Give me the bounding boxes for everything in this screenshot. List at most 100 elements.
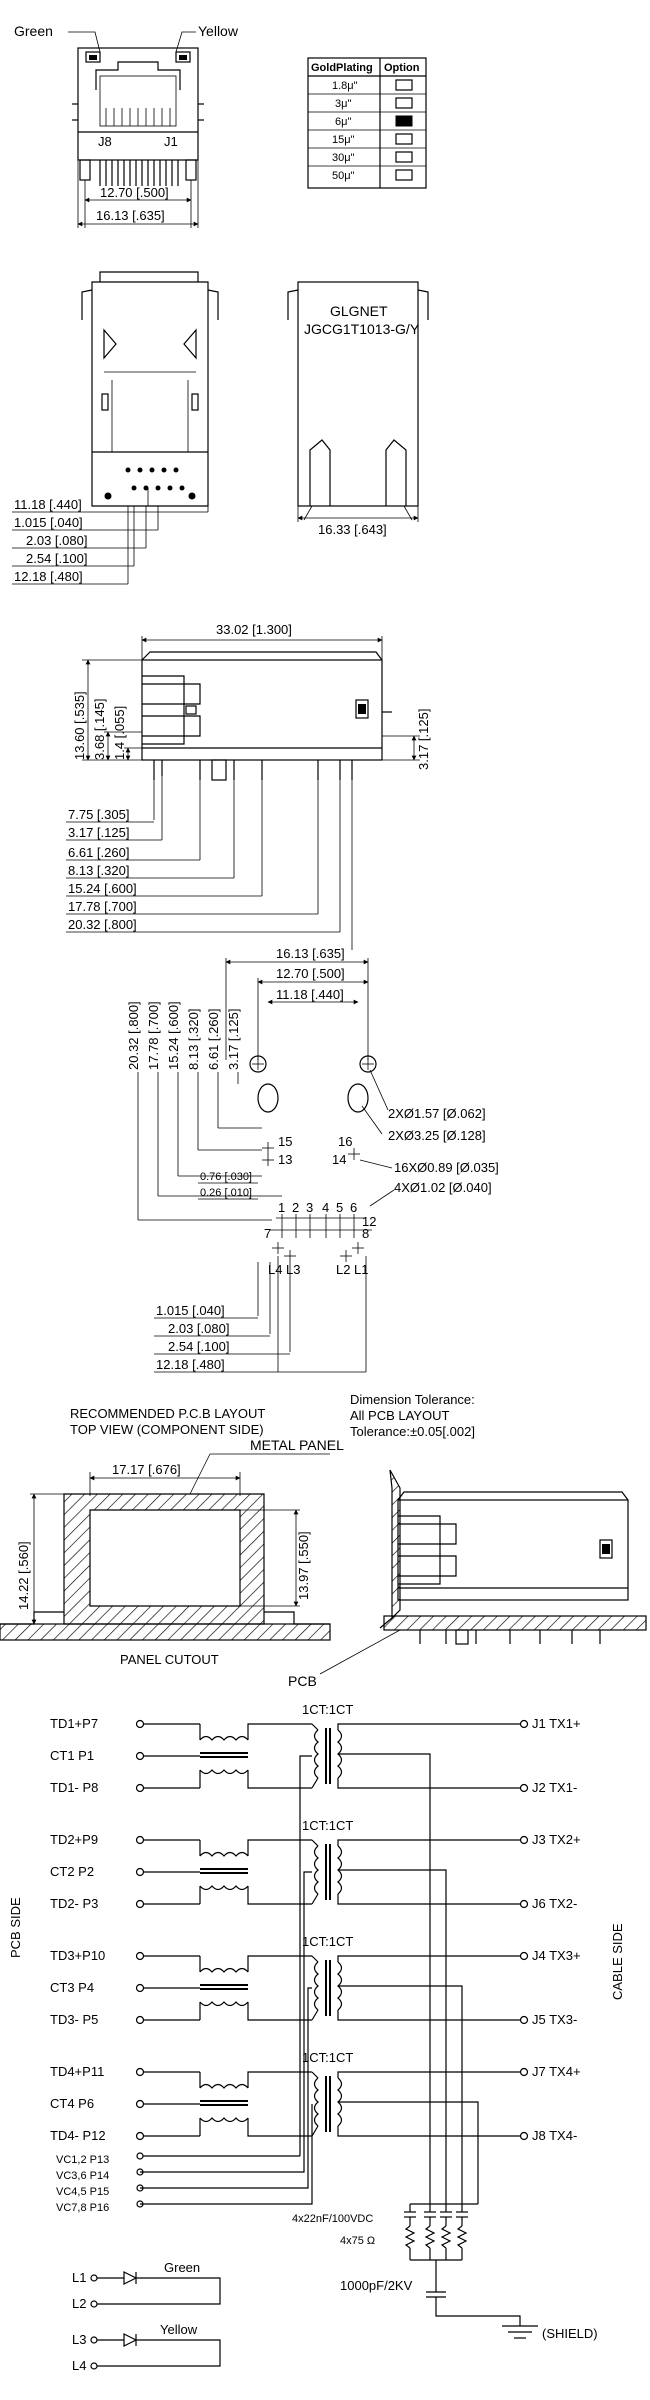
label-j1: J1	[164, 134, 178, 149]
fp-dim-2-54: 2.54 [.100]	[168, 1339, 229, 1354]
plating-50: 50μ"	[332, 170, 355, 182]
fp-dim-2-03: 2.03 [.080]	[168, 1321, 229, 1336]
fp-dim-11-18: 11.18 [.440]	[276, 987, 344, 1002]
plating-30: 30μ"	[332, 152, 355, 164]
right-pin-labels: J1 TX1+ J2 TX1- J3 TX2+ J6 TX2- J4 TX3+ …	[532, 1716, 581, 2143]
pin-ct3: CT3 P4	[50, 1980, 94, 1995]
led-pin-l2: L2	[72, 2296, 86, 2311]
led-green-label: Green	[164, 2260, 200, 2275]
option-box-30	[395, 151, 413, 163]
pin-5: 5	[336, 1200, 343, 1215]
pin-td4p: TD4+P11	[50, 2064, 104, 2079]
pin-td4n: TD4- P12	[50, 2128, 106, 2143]
dim-33-02: 33.02 [1.300]	[216, 622, 292, 637]
pc-dim-13-97: 13.97 [.550]	[296, 1531, 311, 1600]
pin-j1: J1 TX1+	[532, 1716, 581, 1731]
dim-12-18: 12.18 [.480]	[14, 569, 83, 584]
pin-vc12: VC1,2 P13	[56, 2154, 109, 2166]
plating-3: 3μ"	[335, 98, 351, 110]
pin-ct1: CT1 P1	[50, 1748, 94, 1763]
pin-j7: J7 TX4+	[532, 2064, 581, 2079]
schematic: PCB SIDE CABLE SIDE TD1+P7 CT1 P1 TD1- P…	[8, 1702, 625, 2373]
pin-j2: J2 TX1-	[532, 1780, 577, 1795]
plating-6: 6μ"	[335, 116, 351, 128]
pin-1: 1	[278, 1200, 285, 1215]
tx3-ratio: 1CT:1CT	[302, 1934, 353, 1949]
dim-3-17: 3.17 [.125]	[68, 825, 129, 840]
fp-vert-17-78: 17.78 [.700]	[146, 1001, 161, 1070]
pin-12: 12	[362, 1214, 376, 1229]
pc-dim-14-22: 14.22 [.560]	[16, 1541, 31, 1610]
pin-2: 2	[292, 1200, 299, 1215]
dim-13-60: 13.60 [.535]	[72, 691, 87, 760]
left-pin-labels: TD1+P7 CT1 P1 TD1- P8 TD2+P9 CT2 P2 TD2-…	[50, 1716, 106, 2143]
fp-dim-12-70: 12.70 [.500]	[276, 966, 345, 981]
pin-j8: J8 TX4-	[532, 2128, 577, 2143]
option-box-6-selected	[395, 115, 413, 127]
table-header-option: Option	[384, 62, 420, 74]
hv-cap-spec: 1000pF/2KV	[340, 2278, 413, 2293]
brand-label: GLGNET	[330, 303, 388, 319]
pin-13: 13	[278, 1152, 292, 1167]
fp-vert-20-32: 20.32 [.800]	[126, 1001, 141, 1070]
shield-label: (SHIELD)	[542, 2326, 598, 2341]
pcb-footprint: 16.13 [.635] 12.70 [.500] 11.18 [.440] 2…	[126, 946, 499, 1373]
resistor-spec: 4x75 Ω	[340, 2235, 375, 2247]
capacitor-spec: 4x22nF/100VDC	[292, 2213, 373, 2225]
pin-td1n: TD1- P8	[50, 1780, 98, 1795]
label-green: Green	[14, 23, 53, 39]
option-box-1-8	[395, 79, 413, 91]
tolerance-line1: Dimension Tolerance:	[350, 1392, 475, 1407]
panel-cutout-label: PANEL CUTOUT	[120, 1652, 219, 1667]
fp-dim-12-18: 12.18 [.480]	[156, 1357, 225, 1372]
plating-1-8: 1.8μ"	[332, 80, 358, 92]
dim-7-75: 7.75 [.305]	[68, 807, 129, 822]
led-yellow-label: Yellow	[160, 2322, 198, 2337]
pin-td2n: TD2- P3	[50, 1896, 98, 1911]
led-pin-l3: L3	[72, 2332, 86, 2347]
fp-dim-1-015: 1.015 [.040]	[156, 1303, 225, 1318]
pin-vc45: VC4,5 P15	[56, 2186, 109, 2198]
plating-15: 15μ"	[332, 134, 355, 146]
pin-7: 7	[264, 1226, 271, 1241]
label-j8: J8	[98, 134, 112, 149]
dim-8-13: 8.13 [.320]	[68, 863, 129, 878]
side-view: 11.18 [.440] 1.015 [.040] 2.03 [.080] 2.…	[12, 271, 219, 585]
tx1-ratio: 1CT:1CT	[302, 1702, 353, 1717]
vc-pin-labels: VC1,2 P13 VC3,6 P14 VC4,5 P15 VC7,8 P16	[56, 2154, 109, 2214]
option-box-15	[395, 133, 413, 145]
cable-side-label: CABLE SIDE	[610, 1923, 625, 2000]
dim-3-17-right: 3.17 [.125]	[416, 709, 431, 770]
termination-network: 4x22nF/100VDC	[292, 2203, 598, 2341]
pin-14: 14	[332, 1152, 346, 1167]
recommended-line1: RECOMMENDED P.C.B LAYOUT	[70, 1406, 265, 1421]
pin-4: 4	[322, 1200, 329, 1215]
pcb-side-label: PCB SIDE	[8, 1897, 23, 1958]
fp-dim-16-13: 16.13 [.635]	[276, 946, 345, 961]
pin-L1: L1	[354, 1262, 368, 1277]
pc-dim-17-17: 17.17 [.676]	[112, 1462, 181, 1477]
dim-1-4: 1.4 [.055]	[112, 706, 127, 760]
fp-vertical-dims: 20.32 [.800] 17.78 [.700] 15.24 [.600] 8…	[126, 1001, 241, 1070]
length-view: 33.02 [1.300] 13.60 [.535] 3.68 [.145]	[66, 622, 431, 950]
pin-L4: L4	[268, 1262, 282, 1277]
fp-vert-3-17: 3.17 [.125]	[226, 1009, 241, 1070]
pin-15: 15	[278, 1134, 292, 1149]
dim-12-70: 12.70 [.500]	[100, 185, 169, 200]
pin-j5: J5 TX3-	[532, 2012, 577, 2027]
pin-ct2: CT2 P2	[50, 1864, 94, 1879]
pin-j6: J6 TX2-	[532, 1896, 577, 1911]
option-box-3	[395, 97, 413, 109]
fp-dim-0-76: 0.76 [.030]	[200, 1171, 252, 1183]
pin-8: 8	[362, 1226, 369, 1241]
panel-mount-view: PCB	[288, 1469, 647, 1689]
pin-L3: L3	[286, 1262, 300, 1277]
tolerance-line3: Tolerance:±0.05[.002]	[350, 1424, 475, 1439]
metal-panel-label: METAL PANEL	[250, 1437, 344, 1453]
pin-16: 16	[338, 1134, 352, 1149]
front-view: Green Yellow J8 J1	[14, 23, 239, 228]
dim-2-03: 2.03 [.080]	[26, 533, 87, 548]
pin-td1p: TD1+P7	[50, 1716, 98, 1731]
tx4-ratio: 1CT:1CT	[302, 2050, 353, 2065]
panel-cutout: RECOMMENDED P.C.B LAYOUT TOP VIEW (COMPO…	[0, 1392, 475, 1667]
